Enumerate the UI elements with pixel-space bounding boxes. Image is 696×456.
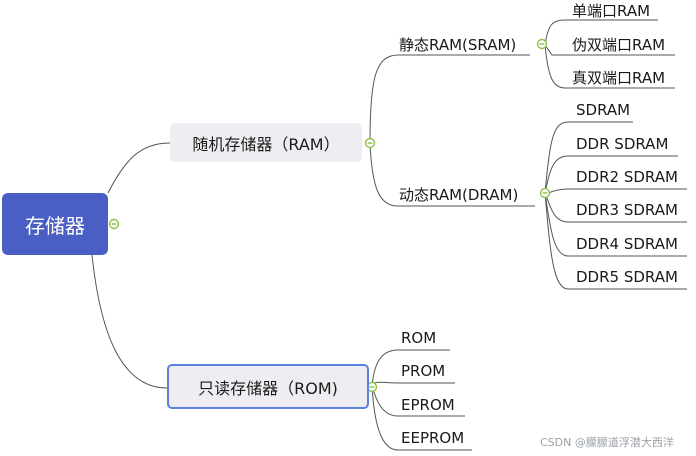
connector-dram-leaf-1 — [544, 121, 633, 194]
watermark: CSDN @朦朦道浮潜大西洋 — [540, 436, 674, 449]
rom-leaf-rom[interactable]: ROM — [401, 329, 436, 347]
leaf-label: 真双端口RAM — [572, 69, 666, 87]
sram-leaf-pseudo-dual-port[interactable]: 伪双端口RAM — [572, 34, 665, 55]
leaf-label: DDR5 SDRAM — [576, 268, 678, 286]
leaf-label: EEPROM — [401, 429, 465, 447]
rom-leaf-eeprom[interactable]: EEPROM — [401, 429, 464, 447]
sram-node[interactable]: 静态RAM(SRAM) — [399, 34, 516, 55]
dram-leaf-ddr3[interactable]: DDR3 SDRAM — [576, 201, 678, 219]
root-node[interactable]: 存储器 — [2, 193, 108, 255]
dram-node[interactable]: 动态RAM(DRAM) — [399, 184, 518, 205]
dram-leaf-sdram[interactable]: SDRAM — [576, 101, 630, 119]
rom-leaf-eprom[interactable]: EPROM — [401, 396, 455, 414]
connector-dram-leaf-2 — [544, 155, 678, 194]
collapse-toggle-ram[interactable] — [364, 137, 376, 149]
rom-node-label: 只读存储器（ROM) — [198, 378, 338, 398]
connector-rom-leaf-4 — [371, 385, 472, 451]
connector-root-rom — [91, 254, 168, 389]
ram-node[interactable]: 随机存储器（RAM） — [170, 123, 362, 162]
connector-dram-leaf-6 — [544, 192, 687, 290]
leaf-label: PROM — [401, 362, 446, 380]
sram-leaf-true-dual-port[interactable]: 真双端口RAM — [572, 67, 665, 88]
dram-leaf-ddr5[interactable]: DDR5 SDRAM — [576, 268, 678, 286]
leaf-label: DDR2 SDRAM — [576, 168, 678, 186]
leaf-label: SDRAM — [576, 101, 631, 119]
sram-leaf-single-port[interactable]: 单端口RAM — [572, 0, 650, 21]
dram-leaf-ddr2[interactable]: DDR2 SDRAM — [576, 168, 678, 186]
rom-leaf-prom[interactable]: PROM — [401, 362, 445, 380]
connector-sram-leaf-2 — [544, 44, 675, 56]
collapse-toggle-root[interactable] — [108, 218, 120, 230]
leaf-label: DDR3 SDRAM — [576, 201, 678, 219]
leaf-label: ROM — [401, 329, 437, 347]
collapse-toggle-dram[interactable] — [539, 187, 551, 199]
connector-dram-leaf-3 — [544, 188, 687, 194]
connector-root-ram — [107, 142, 171, 194]
connector-ram-sram — [369, 54, 530, 144]
ram-node-label: 随机存储器（RAM） — [192, 134, 340, 154]
dram-leaf-ddr[interactable]: DDR SDRAM — [576, 135, 668, 153]
dram-node-label: 动态RAM(DRAM) — [399, 186, 519, 204]
leaf-label: DDR SDRAM — [576, 135, 669, 153]
connector-dram-leaf-5 — [544, 192, 687, 257]
leaf-label: DDR4 SDRAM — [576, 235, 678, 253]
connector-sram-leaf-3 — [544, 44, 675, 89]
root-node-label: 存储器 — [25, 213, 85, 238]
connector-ram-dram — [369, 142, 535, 207]
leaf-label: EPROM — [401, 396, 455, 414]
leaf-label: 单端口RAM — [572, 2, 651, 20]
connector-rom-leaf-2 — [371, 381, 455, 387]
rom-node[interactable]: 只读存储器（ROM) — [167, 364, 369, 409]
connector-rom-leaf-1 — [371, 349, 450, 387]
dram-leaf-ddr4[interactable]: DDR4 SDRAM — [576, 235, 678, 253]
sram-node-label: 静态RAM(SRAM) — [399, 36, 517, 54]
connector-sram-leaf-1 — [544, 19, 658, 46]
leaf-label: 伪双端口RAM — [572, 36, 666, 54]
collapse-toggle-sram[interactable] — [536, 38, 548, 50]
